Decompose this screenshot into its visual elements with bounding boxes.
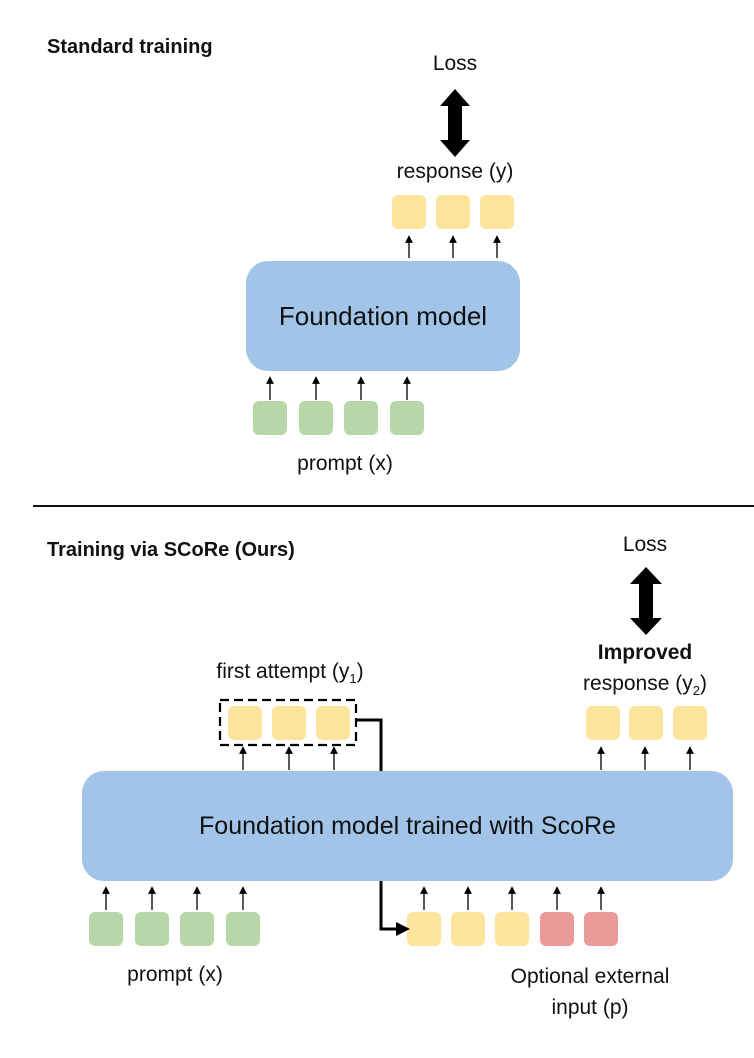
improved-response-label: response (y2) bbox=[583, 672, 707, 699]
first-attempt-token bbox=[228, 706, 262, 740]
prompt-token bbox=[390, 401, 424, 435]
prompt-token bbox=[344, 401, 378, 435]
improved-token bbox=[673, 706, 707, 740]
prompt-token bbox=[89, 912, 123, 946]
first-attempt-token bbox=[316, 706, 350, 740]
prompt-token bbox=[180, 912, 214, 946]
score-training-title: Training via SCoRe (Ours) bbox=[47, 539, 295, 561]
first-attempt-token bbox=[272, 706, 306, 740]
external-input-token bbox=[584, 912, 618, 946]
standard-response-label: response (y) bbox=[396, 160, 514, 183]
external-input-label-line2: input (p) bbox=[551, 996, 629, 1019]
prompt-token bbox=[135, 912, 169, 946]
prompt-token bbox=[253, 401, 287, 435]
foundation-model-label: Foundation model bbox=[278, 300, 488, 331]
external-input-label-line1: Optional external bbox=[510, 965, 670, 988]
prompt-token bbox=[299, 401, 333, 435]
first-attempt-label: first attempt (y1) bbox=[216, 660, 364, 687]
response-token bbox=[436, 195, 470, 229]
standard-input-arrows bbox=[266, 376, 411, 400]
improved-token bbox=[629, 706, 663, 740]
score-prompt-label: prompt (x) bbox=[127, 963, 223, 986]
improved-output-arrows bbox=[597, 746, 694, 770]
foundation-model-box: Foundation model bbox=[246, 261, 520, 371]
external-input-token bbox=[540, 912, 574, 946]
standard-loss-double-arrow bbox=[440, 89, 470, 157]
section-divider bbox=[33, 505, 754, 507]
prompt-token bbox=[226, 912, 260, 946]
improved-label: Improved bbox=[597, 641, 693, 664]
score-loss-label: Loss bbox=[622, 533, 668, 556]
feedback-connector bbox=[356, 718, 383, 771]
score-model-label: Foundation model trained with ScoRe bbox=[199, 811, 616, 840]
response-token bbox=[392, 195, 426, 229]
standard-prompt-label: prompt (x) bbox=[297, 452, 393, 475]
score-model-box: Foundation model trained with ScoRe bbox=[82, 771, 733, 881]
score-loss-double-arrow bbox=[630, 567, 662, 635]
response-token bbox=[480, 195, 514, 229]
feedback-connector-lower bbox=[379, 881, 398, 931]
second-input-arrows bbox=[420, 886, 605, 910]
standard-training-title: Standard training bbox=[47, 36, 213, 58]
improved-token bbox=[586, 706, 620, 740]
feedback-token bbox=[451, 912, 485, 946]
score-prompt-arrows bbox=[102, 886, 247, 910]
feedback-token bbox=[495, 912, 529, 946]
first-attempt-arrows bbox=[239, 746, 338, 770]
feedback-token bbox=[407, 912, 441, 946]
standard-loss-label: Loss bbox=[432, 52, 478, 75]
standard-output-arrows bbox=[405, 235, 501, 258]
